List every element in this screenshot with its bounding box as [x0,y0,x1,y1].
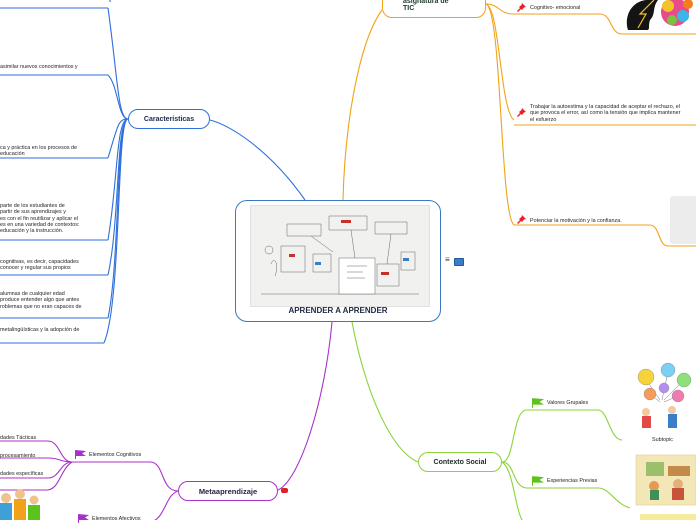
pin-icon [517,215,526,224]
topic-caracteristicas[interactable]: Características [128,109,210,129]
topic-caracteristicas-label: Características [143,115,195,123]
tic-item-motivacion[interactable]: Potenciar la motivación y la confianza. [530,218,622,224]
experiencias-previas-label[interactable]: Experiencias Previas [547,478,598,484]
topic-metaaprendizaje-label: Metaaprendizaje [198,486,258,496]
tic-image-placeholder [670,196,696,244]
tic-item-cognitivo[interactable]: Cognitivo- emocional [530,5,581,11]
valores-grupales-image [628,362,696,434]
flag-icon [78,514,89,523]
caracteristica-6[interactable]: metalingüísticas y la adopción de [0,327,80,333]
valores-grupales-label[interactable]: Valores Grupales [547,400,589,406]
elementos-afectivos-image [0,489,40,520]
tic-connectors [342,3,696,247]
notes-icon[interactable]: ≡ [445,255,450,264]
pin-icon [517,3,526,12]
tic-image-brain [622,0,696,32]
tic-item-autoestima[interactable]: Trabajar la autoestima y la capacidad de… [530,104,681,123]
metaaprendizaje-connectors [0,321,333,520]
topic-tic-label: asignatura de TIC [403,0,449,12]
meta-sub-especificas[interactable]: dades específicas [0,471,44,477]
subtopic-label[interactable]: Subtopic [652,437,673,443]
topic-contexto-label: Contexto Social [433,458,487,466]
elementos-cognitivos-label[interactable]: Elementos Cognitivos [89,452,142,458]
meta-sub-procesamiento[interactable]: procesamiento [0,453,36,459]
caracteristica-2[interactable]: ca y práctica en los procesos de educaci… [0,145,78,158]
experiencias-previas-image [635,454,696,506]
meta-sub-tacticas[interactable]: dades Tácticas [0,435,37,441]
flag-icon [75,450,86,459]
experiencias-image-2 [640,514,696,520]
badge-icon[interactable] [281,488,288,493]
central-sketch [261,215,419,295]
central-node[interactable]: APRENDER A APRENDER [235,200,441,322]
caracteristica-4[interactable]: cognitivas, es decir, capacidades conoce… [0,259,79,272]
flag-icon [532,476,544,486]
caracteristica-1[interactable]: asimilar nuevos conocimientos y [0,64,78,70]
pin-icon [517,108,526,117]
caracteristicas-connectors [0,0,306,344]
topic-contexto-social[interactable]: Contexto Social [418,452,502,472]
contexto-connectors [351,321,631,520]
topic-tic[interactable]: asignatura de TIC [382,0,486,18]
flag-icon [532,398,544,408]
caracteristica-3[interactable]: parte de los estudiantes de partir de su… [0,203,80,235]
central-title: APRENDER A APRENDER [288,306,388,315]
central-image [250,205,430,307]
elementos-afectivos-label[interactable]: Elementos Afectivos [92,516,141,522]
attachment-icon[interactable] [454,258,464,266]
topic-metaaprendizaje[interactable]: Metaaprendizaje [178,481,278,501]
caracteristica-5[interactable]: alumnas de cualquier edad produce entend… [0,291,82,310]
